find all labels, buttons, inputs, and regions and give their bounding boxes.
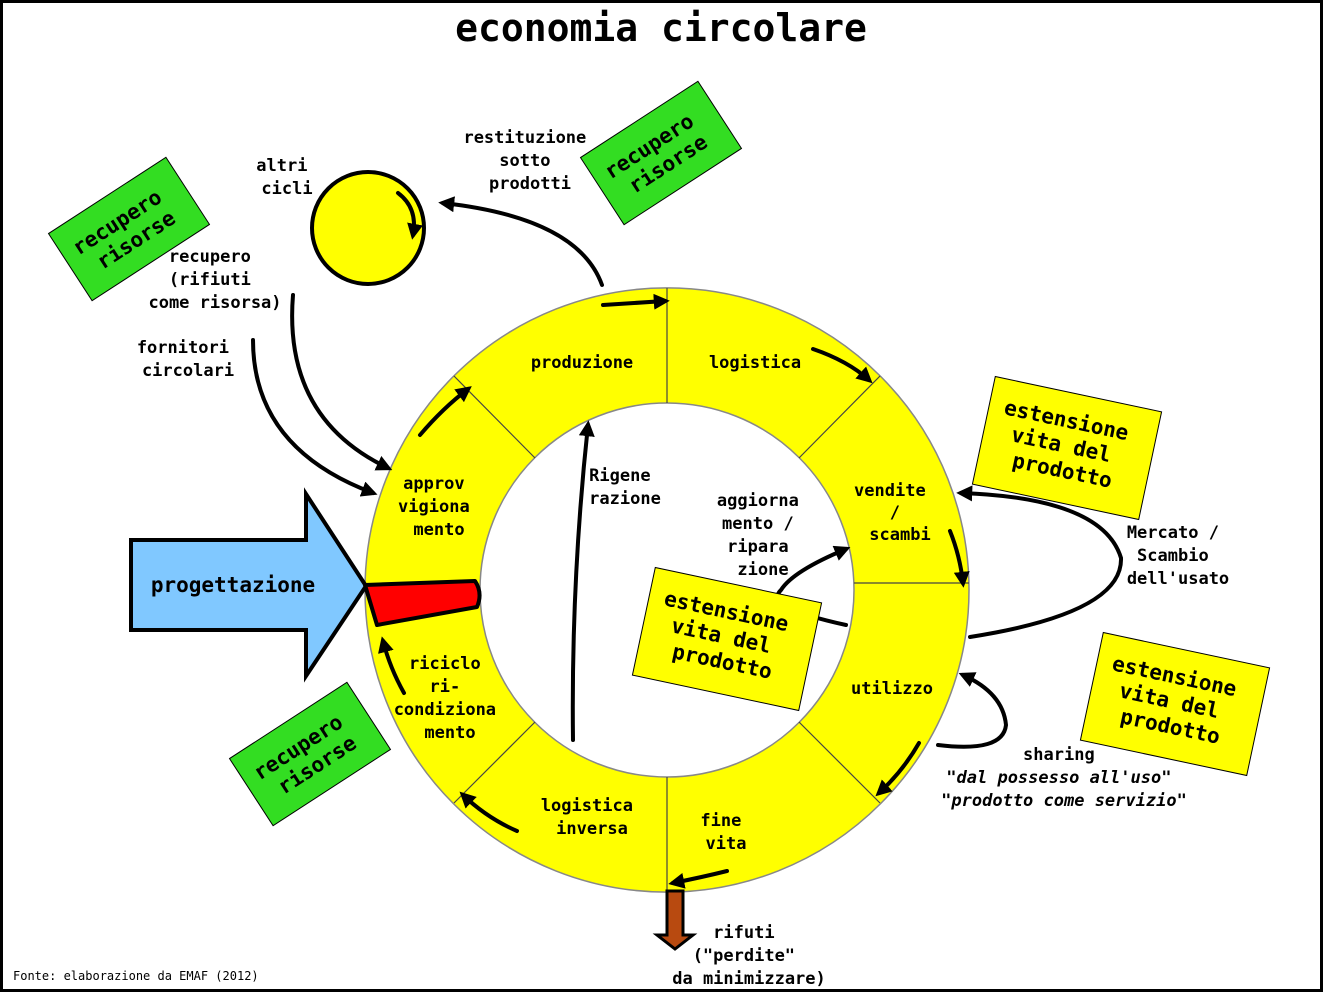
progettazione-label: progettazione [151, 573, 315, 597]
sharing-label: sharing "dal possesso all'uso" "prodotto… [941, 745, 1187, 811]
segment-utilizzo: utilizzo [851, 679, 933, 699]
estensione-vita-box-center: estensione vita del prodotto [631, 566, 823, 712]
source-footnote: Fonte: elaborazione da EMAF (2012) [13, 969, 259, 983]
estensione-vita-box-right-top: estensione vita del prodotto [971, 375, 1163, 521]
recupero-rifiuti-arrow [290, 293, 393, 471]
altri-cicli-circle [310, 170, 426, 286]
sharing-loop-arrow [936, 672, 1009, 749]
segment-vendite-scambi: vendite / scambi [854, 481, 936, 545]
rigenerazione-arrow [570, 420, 595, 742]
inner-aggiornamento-riparazione: aggiorna mento / ripara zione [717, 491, 809, 580]
ring-segment-dividers [453, 288, 969, 892]
fornitori-arrow [251, 338, 378, 497]
estensione-vita-box-right-bottom: estensione vita del prodotto [1079, 631, 1271, 777]
design-bar [363, 579, 482, 627]
inner-rigenerazione: Rigene razione [589, 466, 661, 509]
restituzione-arrow [438, 196, 604, 287]
segment-logistica-inversa: logistica inversa [541, 796, 643, 839]
mercato-label: Mercato / Scambio dell'usato [1127, 523, 1229, 589]
recupero-risorse-box-bottom: recupero risorse [228, 681, 392, 827]
fornitori-label: fornitori circolari [137, 338, 239, 381]
recupero-risorse-box-top: recupero risorse [579, 80, 743, 226]
ring-flow-arrows [378, 293, 970, 889]
progettazione-arrow [129, 487, 369, 683]
circular-economy-diagram: economia circolare produzione logistica … [13, 6, 1271, 989]
segment-logistica: logistica [709, 353, 801, 373]
recupero-risorse-box-left: recupero risorse [47, 156, 211, 302]
altri-cicli-arrow [396, 191, 423, 240]
page-title: economia circolare [455, 6, 867, 50]
restituzione-label: restituzione sotto prodotti [463, 128, 596, 194]
segment-approvvigionamento: approv vigiona mento [398, 474, 480, 540]
segment-produzione: produzione [531, 353, 633, 373]
segment-riciclo-ricondizionamento: riciclo ri- condiziona mento [394, 654, 507, 743]
waste-arrow [652, 889, 698, 951]
svg-text:estensione vita del: estensione vita del prodotto [1100, 651, 1251, 752]
rifiuti-label: rifuti ("perdite" da minimizzare) [672, 923, 826, 989]
segment-fine-vita: fine vita [700, 811, 751, 854]
recupero-rifiuti-label: recupero (rifiuti come risorsa) [148, 247, 281, 313]
mercato-loop-arrow [956, 485, 1124, 639]
altri-cicli-label: altri cicli [256, 156, 317, 199]
